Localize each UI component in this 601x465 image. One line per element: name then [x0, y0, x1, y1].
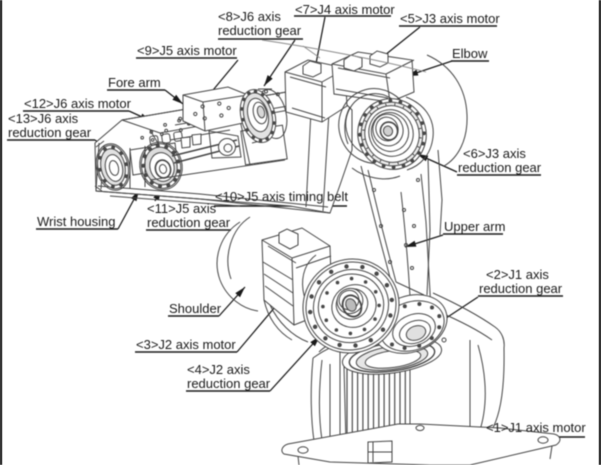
svg-text:reduction gear: reduction gear	[479, 281, 563, 296]
svg-text:<10>J5 axis timing belt: <10>J5 axis timing belt	[215, 189, 348, 204]
svg-text:<8>J6 axis: <8>J6 axis	[218, 9, 281, 24]
svg-text:<1>J1 axis motor: <1>J1 axis motor	[486, 420, 586, 435]
svg-text:<9>J5 axis motor: <9>J5 axis motor	[137, 43, 237, 58]
svg-text:reduction gear: reduction gear	[218, 23, 302, 38]
svg-text:Wrist housing: Wrist housing	[37, 214, 116, 229]
svg-text:<3>J2 axis motor: <3>J2 axis motor	[136, 337, 236, 352]
svg-text:reduction gear: reduction gear	[147, 215, 231, 230]
svg-text:reduction gear: reduction gear	[458, 160, 542, 175]
svg-text:<12>J6 axis motor: <12>J6 axis motor	[24, 96, 132, 111]
svg-text:<7>J4 axis motor: <7>J4 axis motor	[295, 2, 395, 17]
svg-text:<11>J5 axis: <11>J5 axis	[147, 201, 217, 216]
svg-text:Elbow: Elbow	[452, 46, 488, 61]
svg-text:Upper arm: Upper arm	[444, 219, 505, 234]
svg-text:<2>J1 axis: <2>J1 axis	[486, 267, 549, 282]
svg-text:Shoulder: Shoulder	[169, 301, 222, 316]
svg-text:<6>J3 axis: <6>J3 axis	[463, 146, 526, 161]
svg-text:<5>J3 axis motor: <5>J3 axis motor	[400, 11, 500, 26]
svg-text:reduction gear: reduction gear	[187, 376, 271, 391]
svg-text:<13>J6 axis: <13>J6 axis	[8, 111, 79, 126]
svg-text:<4>J2 axis: <4>J2 axis	[187, 362, 250, 377]
svg-text:reduction gear: reduction gear	[8, 125, 92, 140]
svg-text:Fore arm: Fore arm	[108, 75, 161, 90]
